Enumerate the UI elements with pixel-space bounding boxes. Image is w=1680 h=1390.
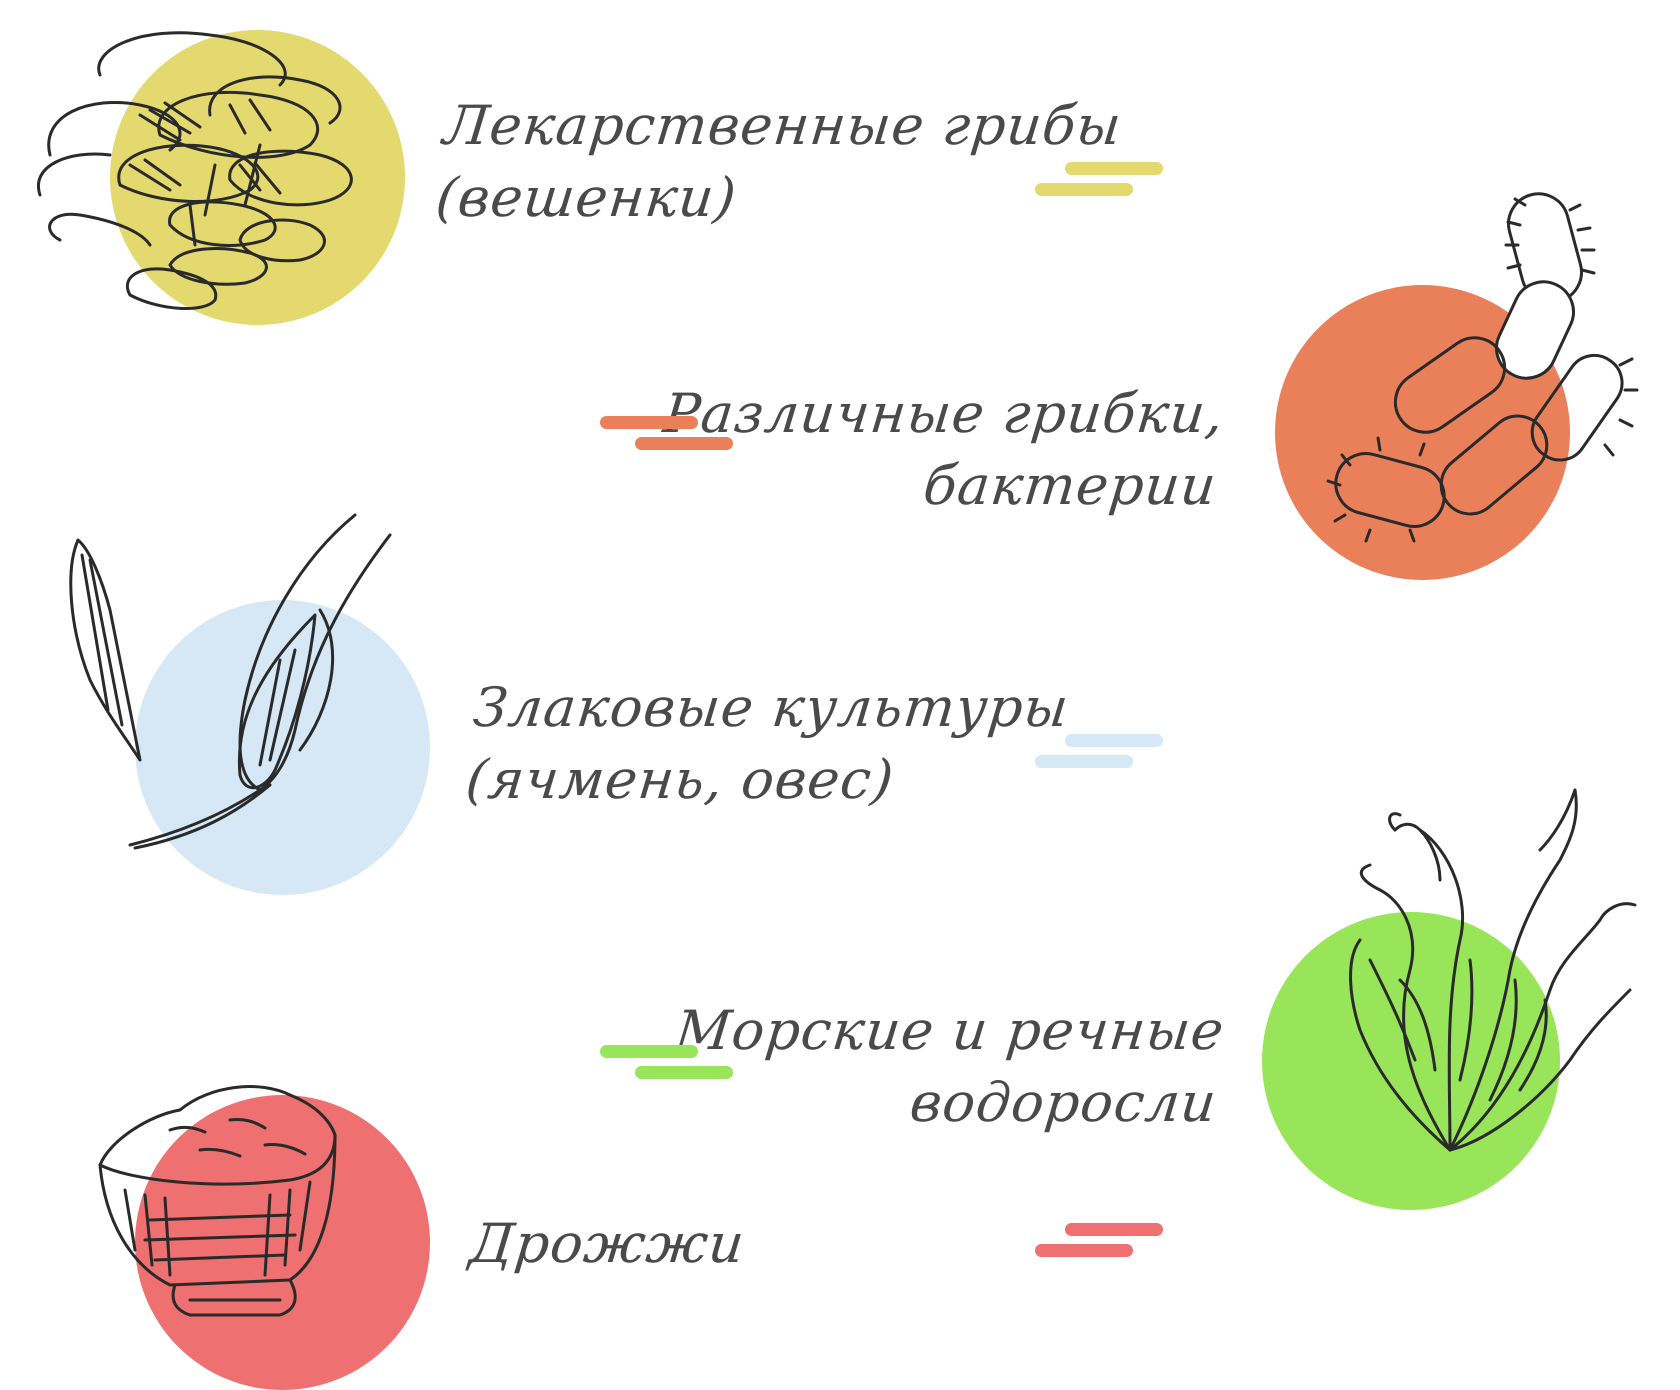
- decorative-dash: [1065, 162, 1163, 175]
- label-line: водоросли: [906, 1071, 1220, 1134]
- label-algae: Морские и речные водоросли: [664, 995, 1227, 1139]
- decorative-dash: [635, 1066, 733, 1079]
- label-line: Дрожжи: [466, 1212, 748, 1275]
- label-line: бактерии: [920, 454, 1220, 517]
- decorative-dash: [1035, 1244, 1133, 1257]
- decorative-dash: [1065, 734, 1163, 747]
- decorative-dash: [635, 437, 733, 450]
- seaweed-icon: [1349, 788, 1637, 1152]
- label-line: (ячмень, овес): [462, 748, 898, 811]
- oyster-mushroom-icon: [36, 31, 353, 310]
- yeast-bowl-icon: [98, 1085, 337, 1317]
- label-yeast: Дрожжи: [466, 1208, 748, 1280]
- label-fungi-bacteria: Различные грибки, бактерии: [652, 378, 1227, 522]
- bacteria-icon: [1326, 192, 1639, 543]
- label-oyster-mushrooms: Лекарственные грибы (вешенки): [432, 90, 1125, 234]
- decorative-dash: [600, 1045, 698, 1058]
- decorative-dash: [1035, 183, 1133, 196]
- label-line: Различные грибки,: [660, 382, 1228, 445]
- light-blue-circle: [135, 600, 430, 895]
- red-circle: [135, 1095, 430, 1390]
- label-line: (вешенки): [432, 166, 740, 229]
- yellow-circle: [110, 30, 405, 325]
- label-line: Морские и речные: [672, 999, 1228, 1062]
- label-line: Лекарственные грибы: [440, 94, 1125, 157]
- decorative-dash: [1065, 1223, 1163, 1236]
- grain-ear-icon: [69, 513, 392, 850]
- orange-circle: [1275, 285, 1570, 580]
- decorative-dash: [600, 416, 698, 429]
- green-circle: [1262, 912, 1560, 1210]
- label-cereals: Злаковые культуры (ячмень, овес): [462, 672, 1072, 816]
- decorative-dash: [1035, 755, 1133, 768]
- label-line: Злаковые культуры: [470, 676, 1073, 739]
